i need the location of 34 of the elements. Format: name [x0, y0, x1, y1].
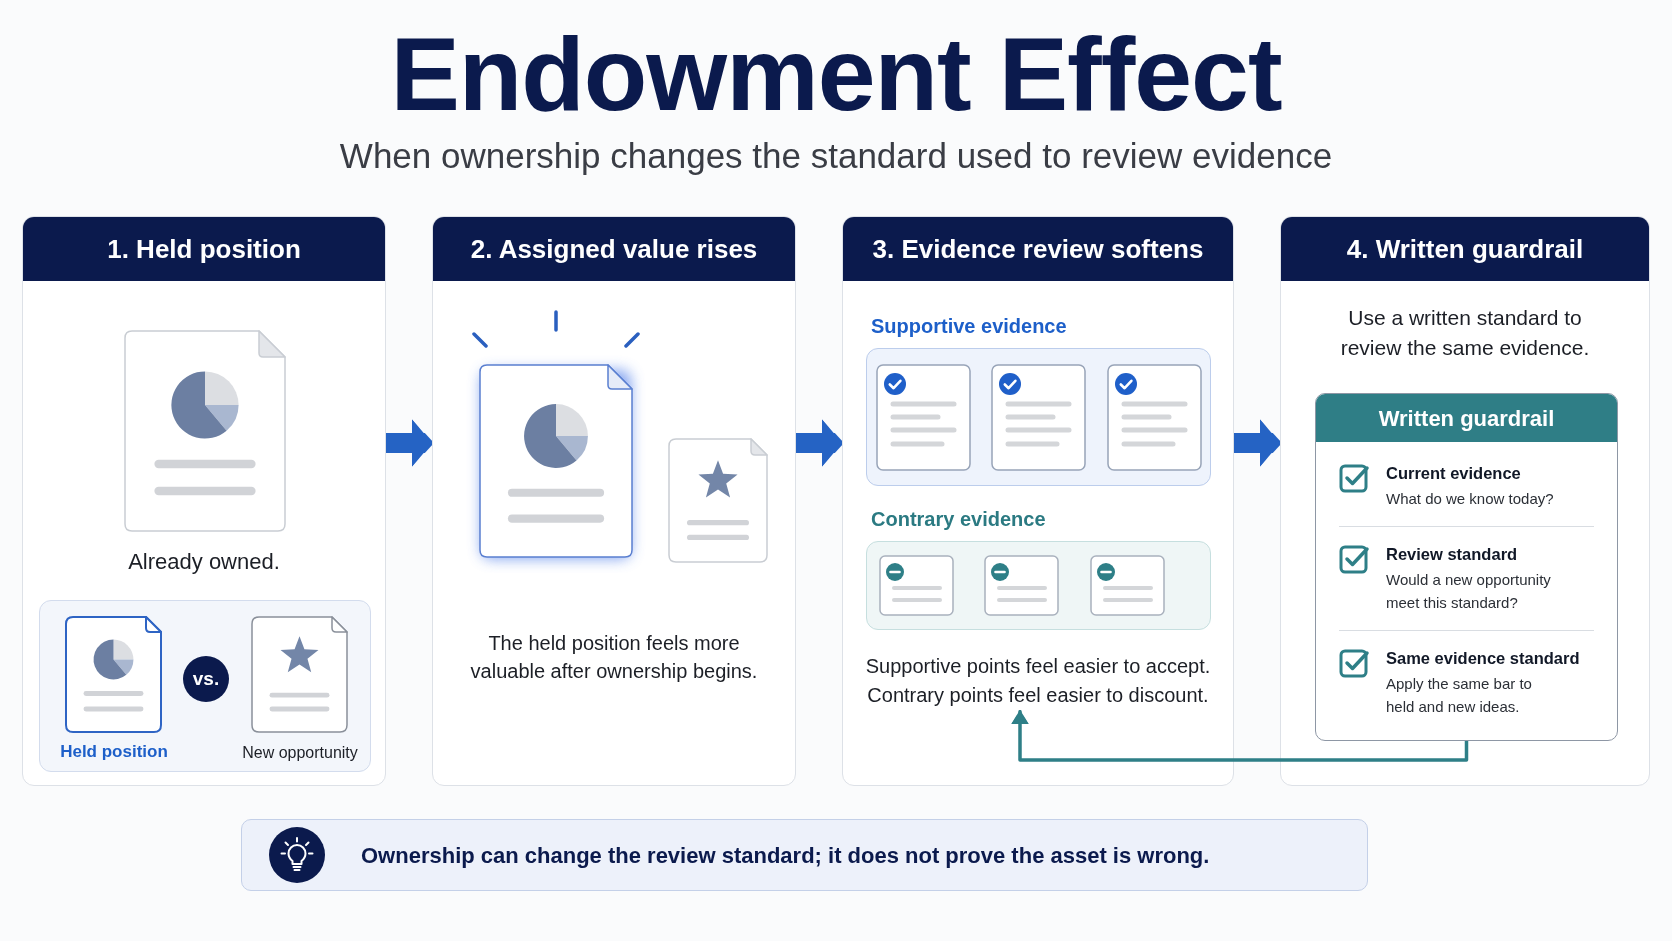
panel-header: 2. Assigned value rises: [433, 217, 795, 281]
panel-text: The held position feels more valuable after ownership begins.: [469, 631, 759, 684]
note-banner: [241, 819, 1368, 891]
comparison-box: [39, 600, 371, 772]
block-arrow: [796, 419, 842, 467]
item-description: What do we know today?: [1386, 489, 1555, 509]
block-arrow: [1234, 419, 1280, 467]
note-text: Ownership can change the review standard; it does not prove the asset is wrong.: [361, 841, 1210, 870]
subtitle: When ownership changes the standard used to review evidence: [339, 138, 1333, 173]
group-heading: Supportive evidence: [871, 314, 1067, 339]
panel-header: 3. Evidence review softens: [843, 217, 1233, 281]
block-arrow: [386, 419, 432, 467]
item-description: Apply the same bar to held and new ideas.: [1386, 674, 1533, 717]
item-title: Current evidence: [1386, 463, 1521, 484]
panel-header: 4. Written guardrail: [1281, 217, 1649, 281]
step-panel: [1280, 216, 1650, 786]
connector-arrow: [1011, 710, 1469, 762]
vs-badge: vs.: [183, 656, 229, 702]
doc-label: Held position: [60, 741, 168, 763]
card-header: Written guardrail: [1316, 394, 1617, 442]
item-description: Would a new opportunity meet this standard?: [1386, 570, 1552, 613]
caption-text: Supportive points feel easier to accept. Contrary points feel easier to discount.: [865, 652, 1211, 710]
checklist-card: [1315, 393, 1618, 741]
item-title: Review standard: [1386, 544, 1518, 565]
title: Endowment Effect: [390, 22, 1282, 126]
item-title: Same evidence standard: [1386, 648, 1580, 669]
step-panel: [432, 216, 796, 786]
doc-label: New opportunity: [242, 743, 358, 763]
step-panel: [22, 216, 386, 786]
panel-header: 1. Held position: [23, 217, 385, 281]
step-panel: [842, 216, 1234, 786]
panel-text: Use a written standard to review the same evidence.: [1339, 305, 1591, 361]
panel-text: Already owned.: [128, 548, 280, 576]
group-heading: Contrary evidence: [871, 507, 1046, 532]
